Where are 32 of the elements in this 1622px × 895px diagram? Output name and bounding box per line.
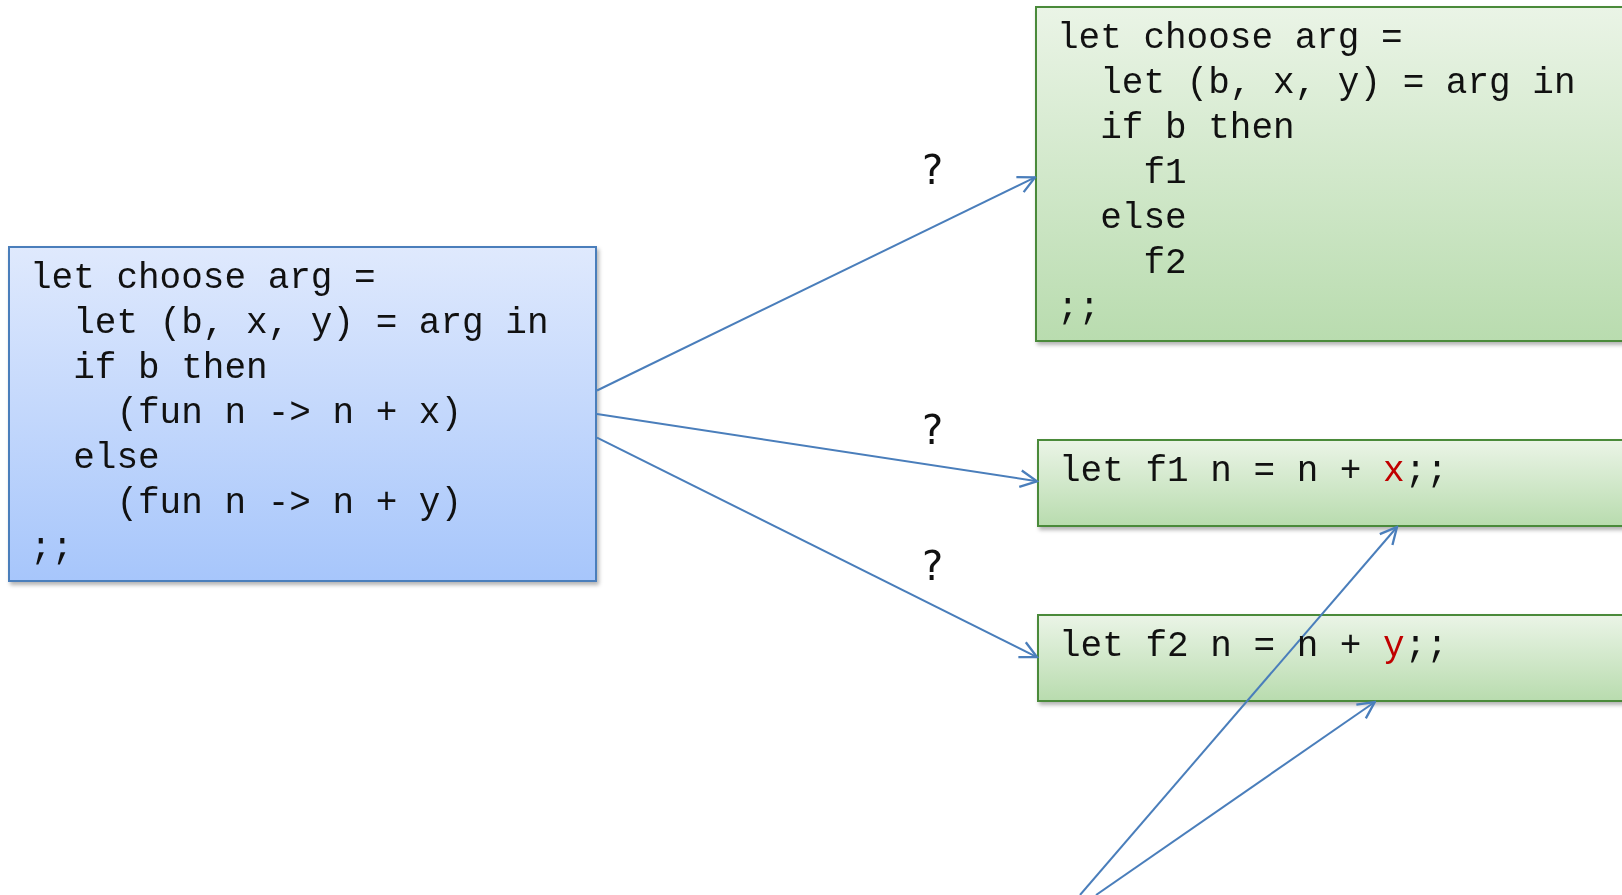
code-line: f1 [1142, 152, 1188, 196]
code-text: ;; [1404, 625, 1448, 669]
arrow [596, 413, 1039, 489]
edge-label: ? [922, 408, 944, 452]
code-box [8, 246, 597, 582]
code-line: (fun n -> n + x) [115, 392, 464, 436]
code-text: let f1 n = n + [1059, 450, 1363, 494]
code-line: if b then [72, 347, 269, 391]
code-line: let (b, x, y) = arg in [72, 302, 550, 346]
highlighted-code: x [1383, 450, 1405, 494]
code-line: let (b, x, y) = arg in [1099, 62, 1577, 106]
edge-label: ? [922, 148, 944, 192]
code-line: ;; [1057, 287, 1102, 331]
code-line: ;; [30, 527, 75, 571]
code-box [1037, 614, 1622, 702]
code-line: f2 [1142, 242, 1188, 286]
arrow [596, 436, 1039, 659]
code-line: else [1099, 197, 1188, 241]
code-text: let f2 n = n + [1059, 625, 1363, 669]
code-line: if b then [1099, 107, 1296, 151]
arrow [596, 176, 1037, 392]
highlighted-code: y [1383, 625, 1405, 669]
code-line: let choose arg = [30, 257, 377, 301]
edge-label: ? [922, 544, 944, 588]
code-line: (fun n -> n + y) [115, 482, 464, 526]
code-line: let choose arg = [1057, 17, 1404, 61]
arrow [1095, 700, 1376, 895]
code-text: ;; [1404, 450, 1448, 494]
code-box [1037, 439, 1622, 527]
code-line: else [72, 437, 161, 481]
code-box [1035, 6, 1622, 342]
arrow [1079, 525, 1399, 895]
